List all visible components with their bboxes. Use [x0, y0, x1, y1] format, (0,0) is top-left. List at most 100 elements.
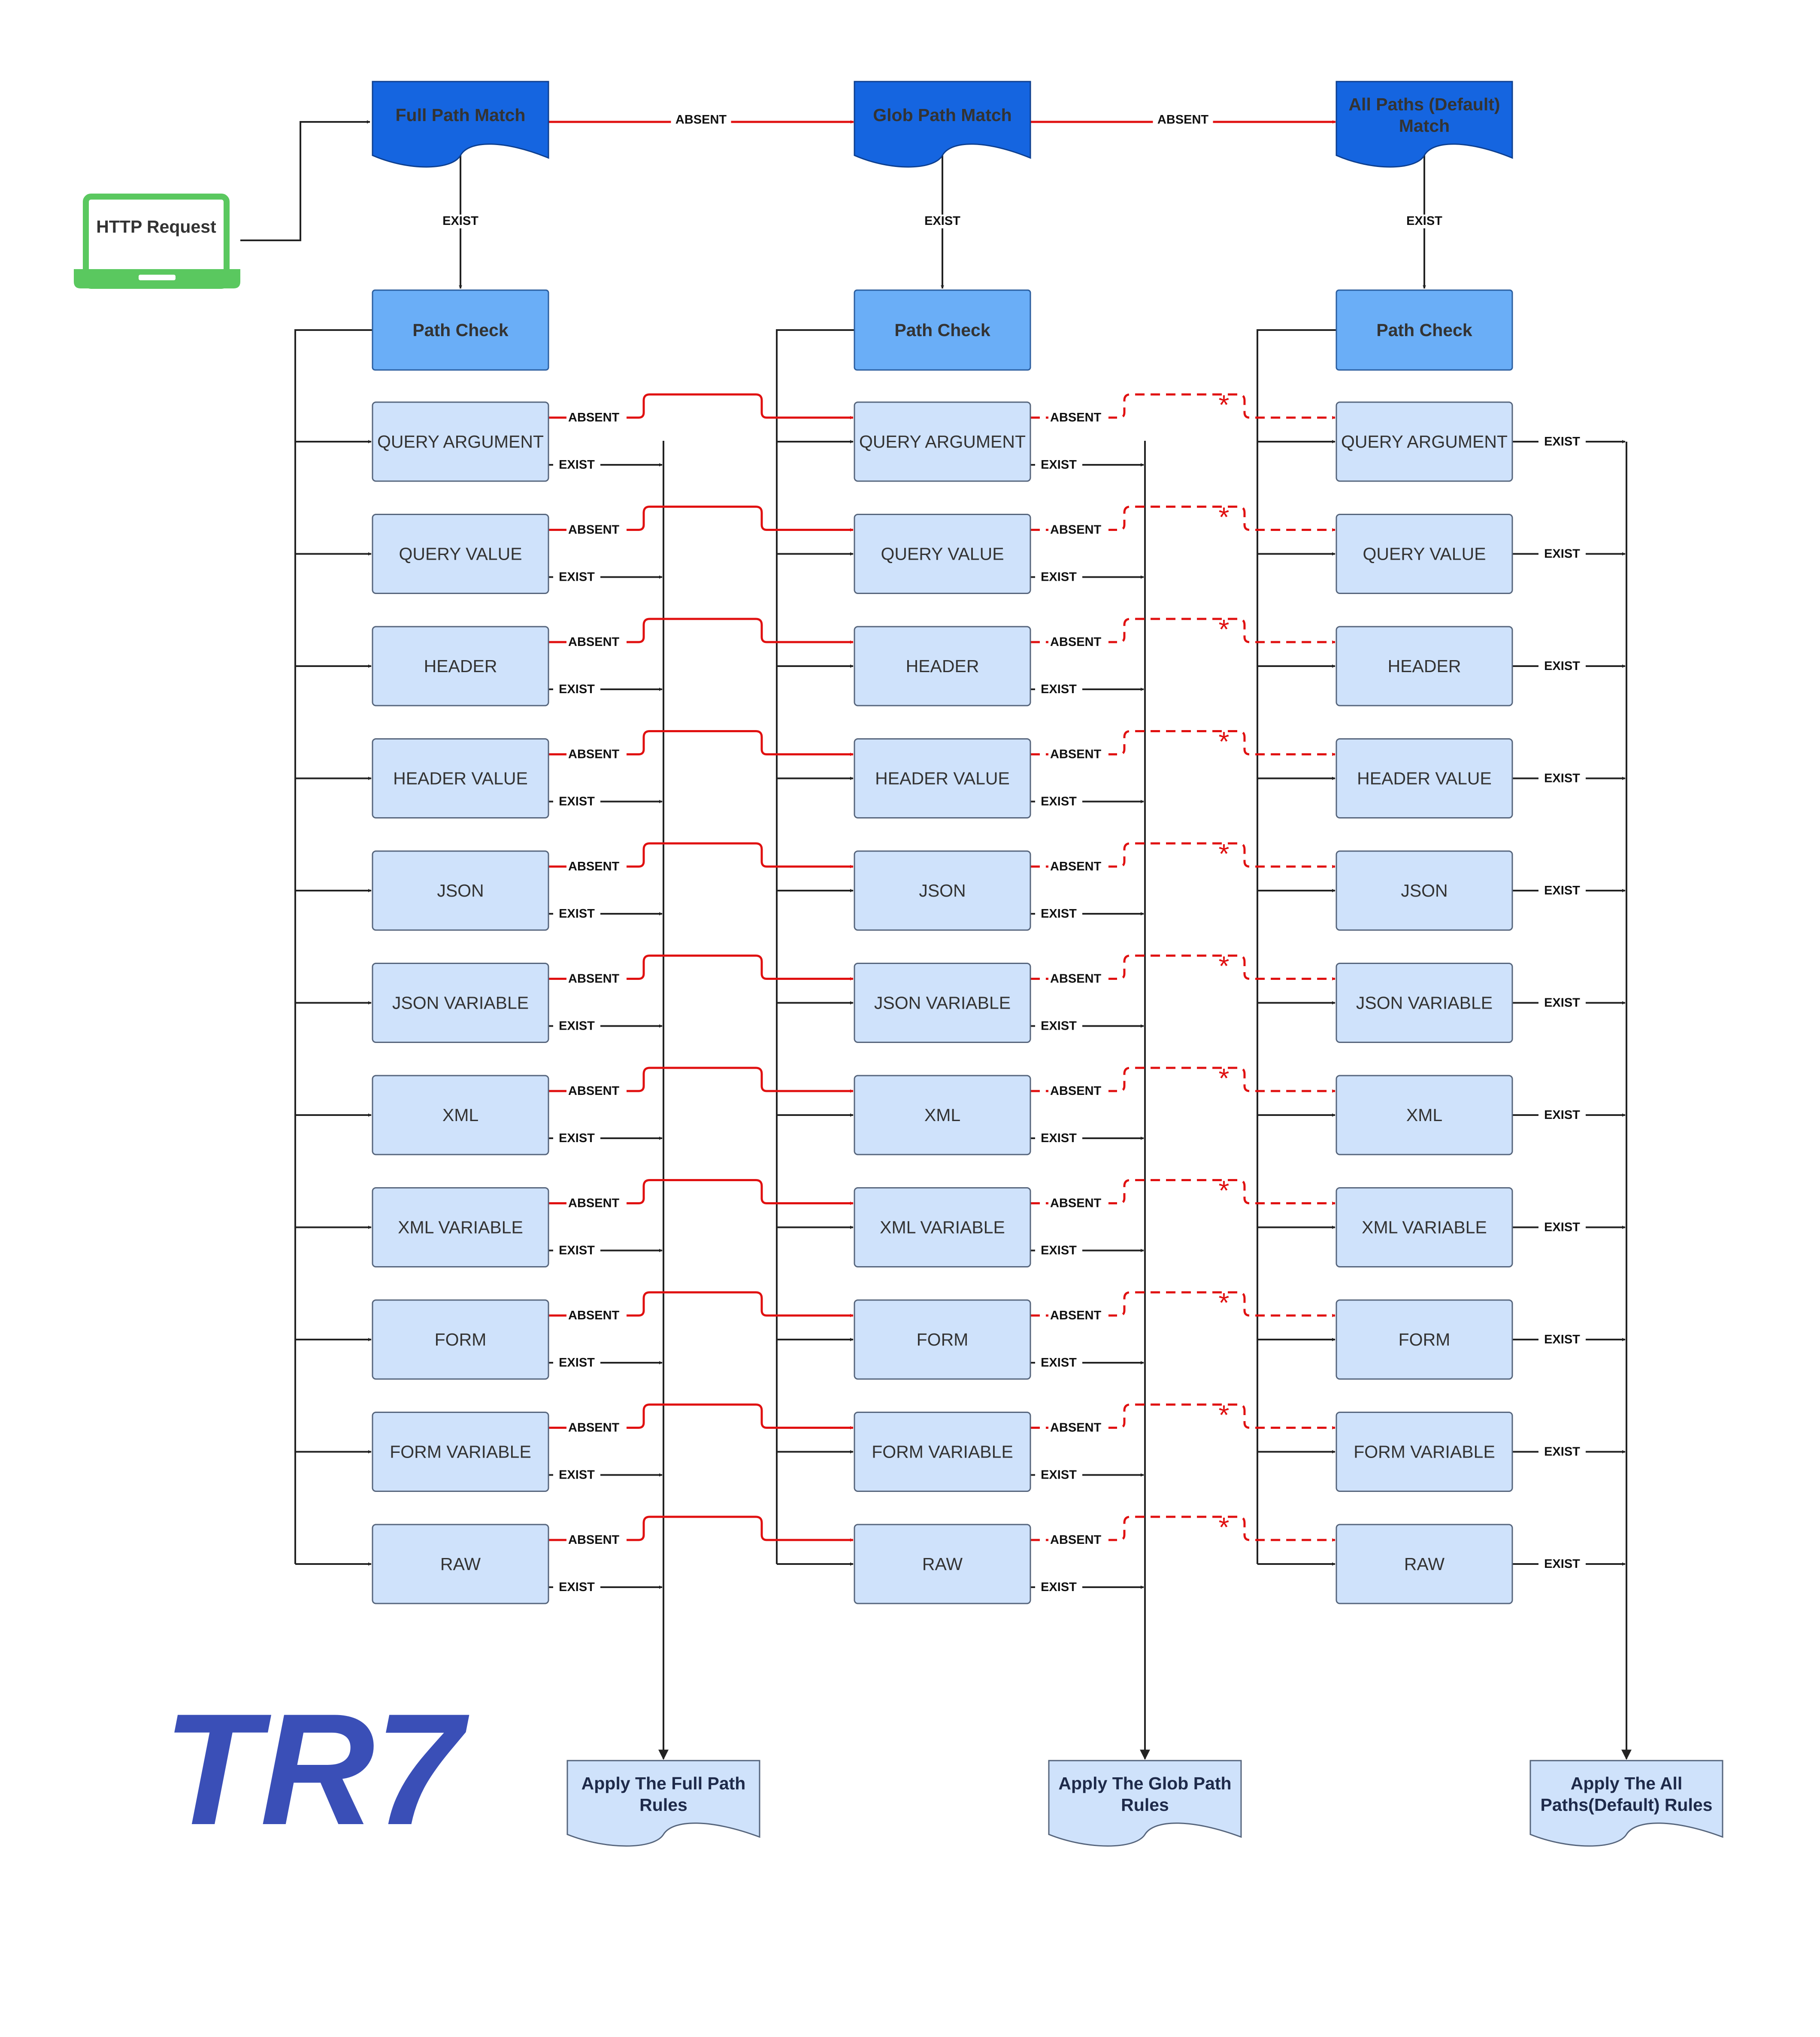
- check-item-label-0-7: XML VARIABLE: [398, 1218, 523, 1237]
- exist-label-0-5: EXIST: [559, 1019, 595, 1033]
- exist-label-2-10-bg: [1538, 1558, 1586, 1571]
- check-item-label-2-4: JSON: [1401, 881, 1448, 900]
- check-item-label-2-5: JSON VARIABLE: [1356, 993, 1493, 1013]
- match-box-1: [854, 81, 1031, 168]
- exist-label-2-9-bg: [1538, 1445, 1586, 1459]
- exist-label-2-6-bg: [1538, 1109, 1586, 1122]
- check-item-box-0-4: [372, 850, 549, 931]
- exist-label-1-2-bg: [1035, 683, 1082, 697]
- exist-label-1-4: EXIST: [1041, 907, 1077, 921]
- check-item-box-1-6: [854, 1075, 1031, 1155]
- check-item-box-0-3: [372, 738, 549, 818]
- check-item-box-2-1: [1335, 514, 1513, 594]
- check-item-label-0-1: QUERY VALUE: [399, 544, 522, 564]
- absent-edge-0-0: [548, 393, 854, 419]
- exist-label-0-0-bg: [553, 458, 600, 472]
- exist-label-2-5-bg: [1538, 996, 1586, 1010]
- match-exist-label-0-bg: [437, 215, 484, 228]
- absent-label-0-5: ABSENT: [568, 972, 620, 986]
- check-item-box-2-6: [1335, 1075, 1513, 1155]
- check-item-label-0-0: QUERY ARGUMENT: [377, 432, 544, 452]
- exist-label-1-3-bg: [1035, 795, 1082, 809]
- absent-label-1-3-bg: [1048, 748, 1108, 762]
- absent-edge-0-6: [548, 1067, 854, 1093]
- absent-edge-1-0: [1030, 393, 1335, 419]
- absent-edge-0-4: [548, 842, 854, 868]
- absent-label-1-4: ABSENT: [1050, 860, 1102, 873]
- laptop-icon: [74, 194, 240, 289]
- terminal-box-0: [566, 1760, 760, 1847]
- path-check-box-1: [854, 289, 1031, 371]
- terminal-box-2: [1529, 1760, 1723, 1847]
- exist-label-1-3: EXIST: [1041, 795, 1077, 809]
- check-item-box-1-5: [854, 963, 1031, 1043]
- check-item-label-0-5: JSON VARIABLE: [392, 993, 529, 1013]
- check-item-box-2-7: [1335, 1187, 1513, 1267]
- check-item-label-2-9: FORM VARIABLE: [1354, 1442, 1495, 1462]
- exist-label-0-7-bg: [553, 1244, 600, 1258]
- exist-label-2-0-bg: [1538, 435, 1586, 449]
- spine-edge-0: [294, 329, 372, 1564]
- wildcard-star-1: *: [1219, 502, 1229, 533]
- exist-label-2-6: EXIST: [1544, 1108, 1580, 1122]
- exist-label-1-9: EXIST: [1041, 1468, 1077, 1482]
- absent-label-1-6-bg: [1048, 1085, 1108, 1098]
- absent-label-0-9-bg: [566, 1421, 627, 1435]
- exist-label-0-7: EXIST: [559, 1244, 595, 1258]
- exist-label-0-3: EXIST: [559, 795, 595, 809]
- check-item-box-1-9: [854, 1412, 1031, 1492]
- absent-label-0-4-bg: [566, 860, 627, 874]
- absent-label-0-9: ABSENT: [568, 1421, 620, 1435]
- exist-label-2-3: EXIST: [1544, 772, 1580, 785]
- exist-label-0-3-bg: [553, 795, 600, 809]
- exist-label-2-0: EXIST: [1544, 435, 1580, 449]
- check-item-box-2-0: [1335, 401, 1513, 482]
- wildcard-star-5: *: [1219, 951, 1229, 982]
- exist-label-1-9-bg: [1035, 1468, 1082, 1482]
- check-item-label-1-0: QUERY ARGUMENT: [859, 432, 1026, 452]
- absent-edge-1-10: [1030, 1516, 1335, 1542]
- exist-label-0-8-bg: [553, 1356, 600, 1370]
- absent-label-0-7: ABSENT: [568, 1197, 620, 1210]
- check-item-label-2-0: QUERY ARGUMENT: [1341, 432, 1508, 452]
- absent-label-1-7: ABSENT: [1050, 1197, 1102, 1210]
- match-exist-label-1-bg: [919, 215, 966, 228]
- http-request-label: HTTP Request: [96, 217, 216, 236]
- absent-label-1-2: ABSENT: [1050, 635, 1102, 649]
- check-item-label-2-6: XML: [1406, 1105, 1442, 1125]
- check-item-label-1-10: RAW: [922, 1554, 963, 1574]
- exist-label-0-6-bg: [553, 1132, 600, 1146]
- check-item-label-0-10: RAW: [440, 1554, 481, 1574]
- exist-label-1-8: EXIST: [1041, 1356, 1077, 1370]
- absent-edge-1-6: [1030, 1067, 1335, 1093]
- match-absent-label-1-bg: [1153, 113, 1213, 127]
- wildcard-star-10: *: [1219, 1512, 1229, 1543]
- absent-label-0-10-bg: [566, 1534, 627, 1547]
- absent-label-0-3-bg: [566, 748, 627, 762]
- check-item-box-1-7: [854, 1187, 1031, 1267]
- check-item-box-1-4: [854, 850, 1031, 931]
- check-item-label-1-9: FORM VARIABLE: [872, 1442, 1013, 1462]
- exist-label-0-10: EXIST: [559, 1580, 595, 1594]
- check-item-box-1-1: [854, 514, 1031, 594]
- absent-label-0-2-bg: [566, 636, 627, 649]
- exist-label-0-2: EXIST: [559, 682, 595, 696]
- check-item-label-1-7: XML VARIABLE: [880, 1218, 1005, 1237]
- check-item-label-0-9: FORM VARIABLE: [390, 1442, 531, 1462]
- absent-label-0-0-bg: [566, 411, 627, 425]
- absent-label-1-9-bg: [1048, 1421, 1108, 1435]
- exist-label-0-9-bg: [553, 1468, 600, 1482]
- exist-label-1-0: EXIST: [1041, 458, 1077, 472]
- match-absent-label-1: ABSENT: [1157, 113, 1209, 127]
- check-item-label-2-7: XML VARIABLE: [1362, 1218, 1487, 1237]
- exist-label-0-4-bg: [553, 907, 600, 921]
- exist-label-2-5: EXIST: [1544, 996, 1580, 1010]
- exist-label-1-8-bg: [1035, 1356, 1082, 1370]
- spine-edge-1: [776, 329, 854, 1564]
- wildcard-star-2: *: [1219, 614, 1229, 645]
- check-item-label-2-8: FORM: [1399, 1330, 1451, 1349]
- wildcard-star-4: *: [1219, 838, 1229, 869]
- path-check-label-0: Path Check: [412, 320, 508, 340]
- check-item-box-2-2: [1335, 626, 1513, 706]
